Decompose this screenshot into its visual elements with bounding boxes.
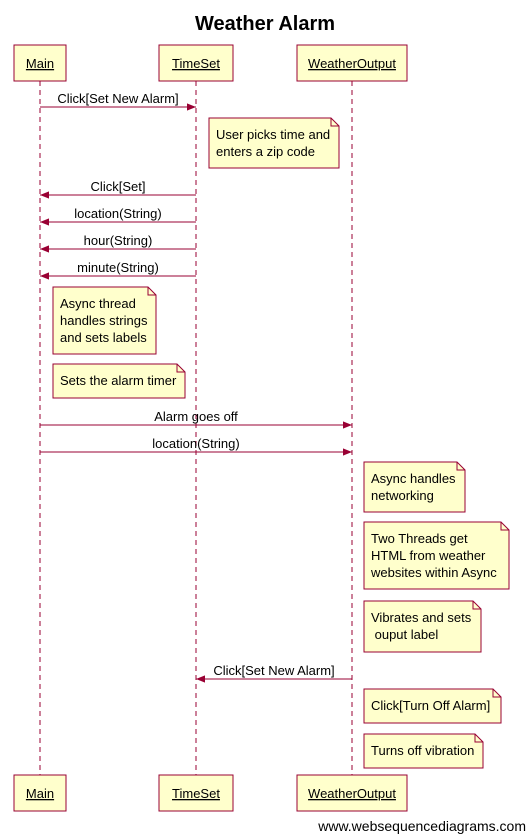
message-label: Alarm goes off [154, 409, 238, 424]
actor-box [296, 44, 408, 82]
note: Sets the alarm timer [52, 363, 186, 399]
actor-label: WeatherOutput [308, 786, 396, 801]
note: Click[Turn Off Alarm] [363, 688, 502, 724]
actor-box [13, 44, 67, 82]
actor-weather-top: WeatherOutput [296, 44, 408, 82]
actors-bottom: Main TimeSet WeatherOutput [13, 774, 408, 812]
diagram-title: Weather Alarm [195, 13, 335, 35]
messages: Click[Set New Alarm] Click[Set] location(S… [40, 91, 352, 683]
note-box [208, 117, 340, 169]
note: Vibrates and sets ouput label [363, 600, 482, 653]
note-line: HTML from weather [371, 548, 486, 563]
message-label: Click[Set] [91, 179, 146, 194]
note-line: handles strings [60, 313, 148, 328]
actor-label: WeatherOutput [308, 56, 396, 71]
message-label: Click[Set New Alarm] [213, 663, 334, 678]
note-line: Vibrates and sets [371, 610, 472, 625]
message-label: location(String) [152, 436, 239, 451]
actor-label: Main [26, 786, 54, 801]
actor-timeset-top: TimeSet [158, 44, 234, 82]
note-line: Turns off vibration [371, 743, 474, 758]
note-line: Two Threads get [371, 531, 468, 546]
note-line: User picks time and [216, 127, 330, 142]
actor-box [13, 774, 67, 812]
actor-timeset-bottom: TimeSet [158, 774, 234, 812]
note-box [52, 286, 157, 355]
actors-top: Main TimeSet WeatherOutput [13, 44, 408, 82]
note-fold [456, 462, 465, 471]
note-line: Click[Turn Off Alarm] [371, 698, 490, 713]
note-fold [472, 601, 481, 610]
message: Alarm goes off [40, 409, 352, 429]
note: Turns off vibration [363, 733, 484, 769]
actor-label: Main [26, 56, 54, 71]
note-box [363, 521, 510, 590]
message: minute(String) [40, 260, 196, 280]
message: Click[Set New Alarm] [40, 91, 196, 111]
note-box [363, 600, 482, 653]
note-fold [330, 118, 339, 127]
message: Click[Set] [40, 179, 196, 199]
note: User picks time and enters a zip code [208, 117, 340, 169]
actor-box [296, 774, 408, 812]
message: Click[Set New Alarm] [196, 663, 352, 683]
actor-box [158, 44, 234, 82]
note-fold [500, 522, 509, 531]
note-line: and sets labels [60, 330, 147, 345]
note-line: networking [371, 488, 434, 503]
lifelines [39, 81, 353, 775]
note-box [363, 688, 502, 724]
note-fold [176, 364, 185, 373]
note-box [52, 363, 186, 399]
message: hour(String) [40, 233, 196, 253]
actor-label: TimeSet [172, 786, 220, 801]
actor-label: TimeSet [172, 56, 220, 71]
note-line: Sets the alarm timer [60, 373, 177, 388]
message-label: location(String) [74, 206, 161, 221]
message-label: Click[Set New Alarm] [57, 91, 178, 106]
note-box [363, 461, 466, 513]
note-fold [147, 287, 156, 296]
actor-main-top: Main [13, 44, 67, 82]
note: Async handles networking [363, 461, 466, 513]
actor-weather-bottom: WeatherOutput [296, 774, 408, 812]
note-box [363, 733, 484, 769]
note-line: ouput label [371, 627, 438, 642]
note: Async thread handles strings and sets labe… [52, 286, 157, 355]
note-line: Async thread [60, 296, 136, 311]
message: location(String) [40, 436, 352, 456]
note-fold [474, 734, 483, 743]
note-line: websites within Async [370, 565, 497, 580]
actor-box [158, 774, 234, 812]
note-line: enters a zip code [216, 144, 315, 159]
notes: User picks time and enters a zip codeAsyn… [52, 117, 510, 769]
message: location(String) [40, 206, 196, 226]
note-line: Async handles [371, 471, 456, 486]
message-label: hour(String) [84, 233, 153, 248]
footer-credit: www.websequencediagrams.com [317, 818, 526, 834]
actor-main-bottom: Main [13, 774, 67, 812]
note-fold [492, 689, 501, 698]
message-label: minute(String) [77, 260, 159, 275]
